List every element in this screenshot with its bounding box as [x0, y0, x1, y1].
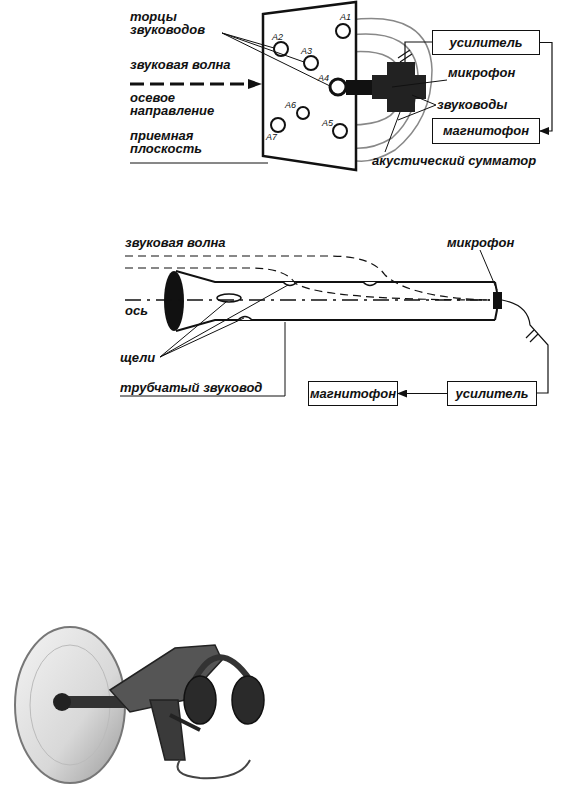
- callout-number: A5: [322, 119, 342, 128]
- cable: [178, 760, 251, 778]
- signal-connector: [540, 43, 552, 132]
- box-text: магнитофон: [310, 387, 396, 401]
- leader-line: [160, 285, 288, 357]
- text-label: щели: [120, 351, 180, 364]
- device-box: усилитель: [432, 30, 540, 55]
- text-label: акустический сумматор: [372, 154, 552, 167]
- sound-path: [125, 256, 490, 300]
- callout-number: A6: [285, 101, 305, 110]
- leader-line: [392, 80, 447, 87]
- tube-opening: [164, 271, 184, 331]
- sound-path: [125, 268, 490, 300]
- text-label: осевое направление: [130, 91, 225, 117]
- callout-number: A4: [318, 74, 338, 83]
- guide-end: [304, 56, 318, 70]
- microphone-head: [53, 693, 71, 711]
- guide-end: [330, 79, 346, 95]
- acoustic-summator: [372, 75, 426, 99]
- leader-line: [398, 95, 436, 120]
- wave-arrow: [130, 83, 250, 86]
- device-handle: [150, 700, 185, 760]
- leader-line: [222, 33, 330, 86]
- callout-number: A2: [272, 33, 292, 42]
- text-label: звуководы: [437, 98, 527, 111]
- break-mark: [398, 50, 412, 62]
- receiving-plane: [263, 2, 356, 170]
- text-label: микрофон: [448, 66, 538, 79]
- box-text: магнитофон: [443, 124, 529, 138]
- leader-line: [480, 250, 497, 290]
- device-box: магнитофон: [308, 381, 398, 406]
- device-box: магнитофон: [432, 118, 540, 144]
- callout-number: A1: [340, 13, 360, 22]
- text-label: звуковая волна: [130, 58, 270, 71]
- wire: [502, 300, 548, 393]
- guide-end: [297, 107, 309, 119]
- earcup: [184, 676, 216, 724]
- guide-end: [333, 124, 347, 138]
- callout-number: A3: [301, 47, 321, 56]
- device-box: усилитель: [447, 381, 537, 406]
- tube-wall: [176, 271, 495, 282]
- slit: [363, 282, 377, 286]
- guide-end: [271, 118, 285, 132]
- callout-number: A7: [266, 133, 286, 142]
- arrow-head: [248, 79, 262, 89]
- break-mark: [526, 330, 538, 342]
- text-label: ось: [125, 304, 185, 317]
- axis-line: [125, 299, 490, 301]
- slit: [217, 294, 241, 302]
- guide-end: [336, 24, 350, 38]
- text-label: звуковая волна: [125, 236, 265, 249]
- signal-connector: [398, 393, 447, 394]
- leader-line: [130, 163, 268, 164]
- leader-line: [385, 112, 400, 152]
- text-label: торцы звуководов: [130, 10, 215, 36]
- box-text: усилитель: [449, 36, 522, 50]
- wire: [405, 42, 432, 62]
- text-label: трубчатый звуковод: [120, 381, 290, 394]
- text-label: микрофон: [447, 236, 537, 249]
- box-text: усилитель: [455, 387, 528, 401]
- microphone: [493, 292, 502, 309]
- earcup: [232, 676, 264, 724]
- text-label: приемная плоскость: [130, 129, 225, 155]
